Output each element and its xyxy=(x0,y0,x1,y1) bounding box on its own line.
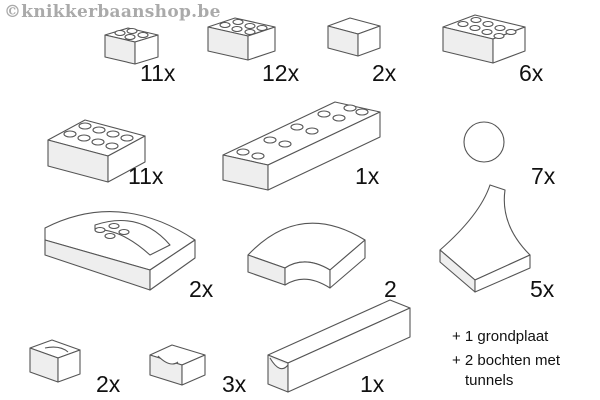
note-tunnels: tunnels xyxy=(465,372,514,389)
quantity-label: 12x xyxy=(262,60,300,86)
quantity-label: 1x xyxy=(360,371,385,397)
brick-2x3-image xyxy=(207,17,276,61)
quantity-label: 2x xyxy=(189,276,214,302)
quantity-label: 2 xyxy=(384,276,397,302)
note-curves: + 2 bochten met xyxy=(452,352,560,369)
brick-2x2-image xyxy=(104,27,159,65)
marble-image xyxy=(463,121,505,163)
curve-image xyxy=(247,222,366,289)
brick-2x4-large-image xyxy=(47,119,146,183)
quantity-label: 2x xyxy=(372,60,397,86)
quantity-label: 5x xyxy=(530,276,555,302)
long-chute-image xyxy=(267,299,411,393)
quantity-label: 2x xyxy=(96,371,121,397)
slope-chute-image xyxy=(439,184,531,293)
quantity-label: 1x xyxy=(355,163,380,189)
smooth-block-image xyxy=(327,17,381,57)
quantity-label: 7x xyxy=(531,163,556,189)
note-baseplate: + 1 grondplaat xyxy=(452,328,549,345)
watermark: ©knikkerbaanshop.be xyxy=(4,2,221,22)
corner-chute-image xyxy=(29,339,81,383)
quantity-label: 11x xyxy=(128,163,164,189)
quantity-label: 3x xyxy=(222,371,247,397)
quantity-label: 6x xyxy=(519,60,544,86)
brick-2x8-image xyxy=(222,101,381,191)
quantity-label: 11x xyxy=(140,60,176,86)
short-chute-image xyxy=(149,344,206,386)
brick-2x4-image xyxy=(442,14,526,64)
funnel-curve-image xyxy=(44,211,196,291)
